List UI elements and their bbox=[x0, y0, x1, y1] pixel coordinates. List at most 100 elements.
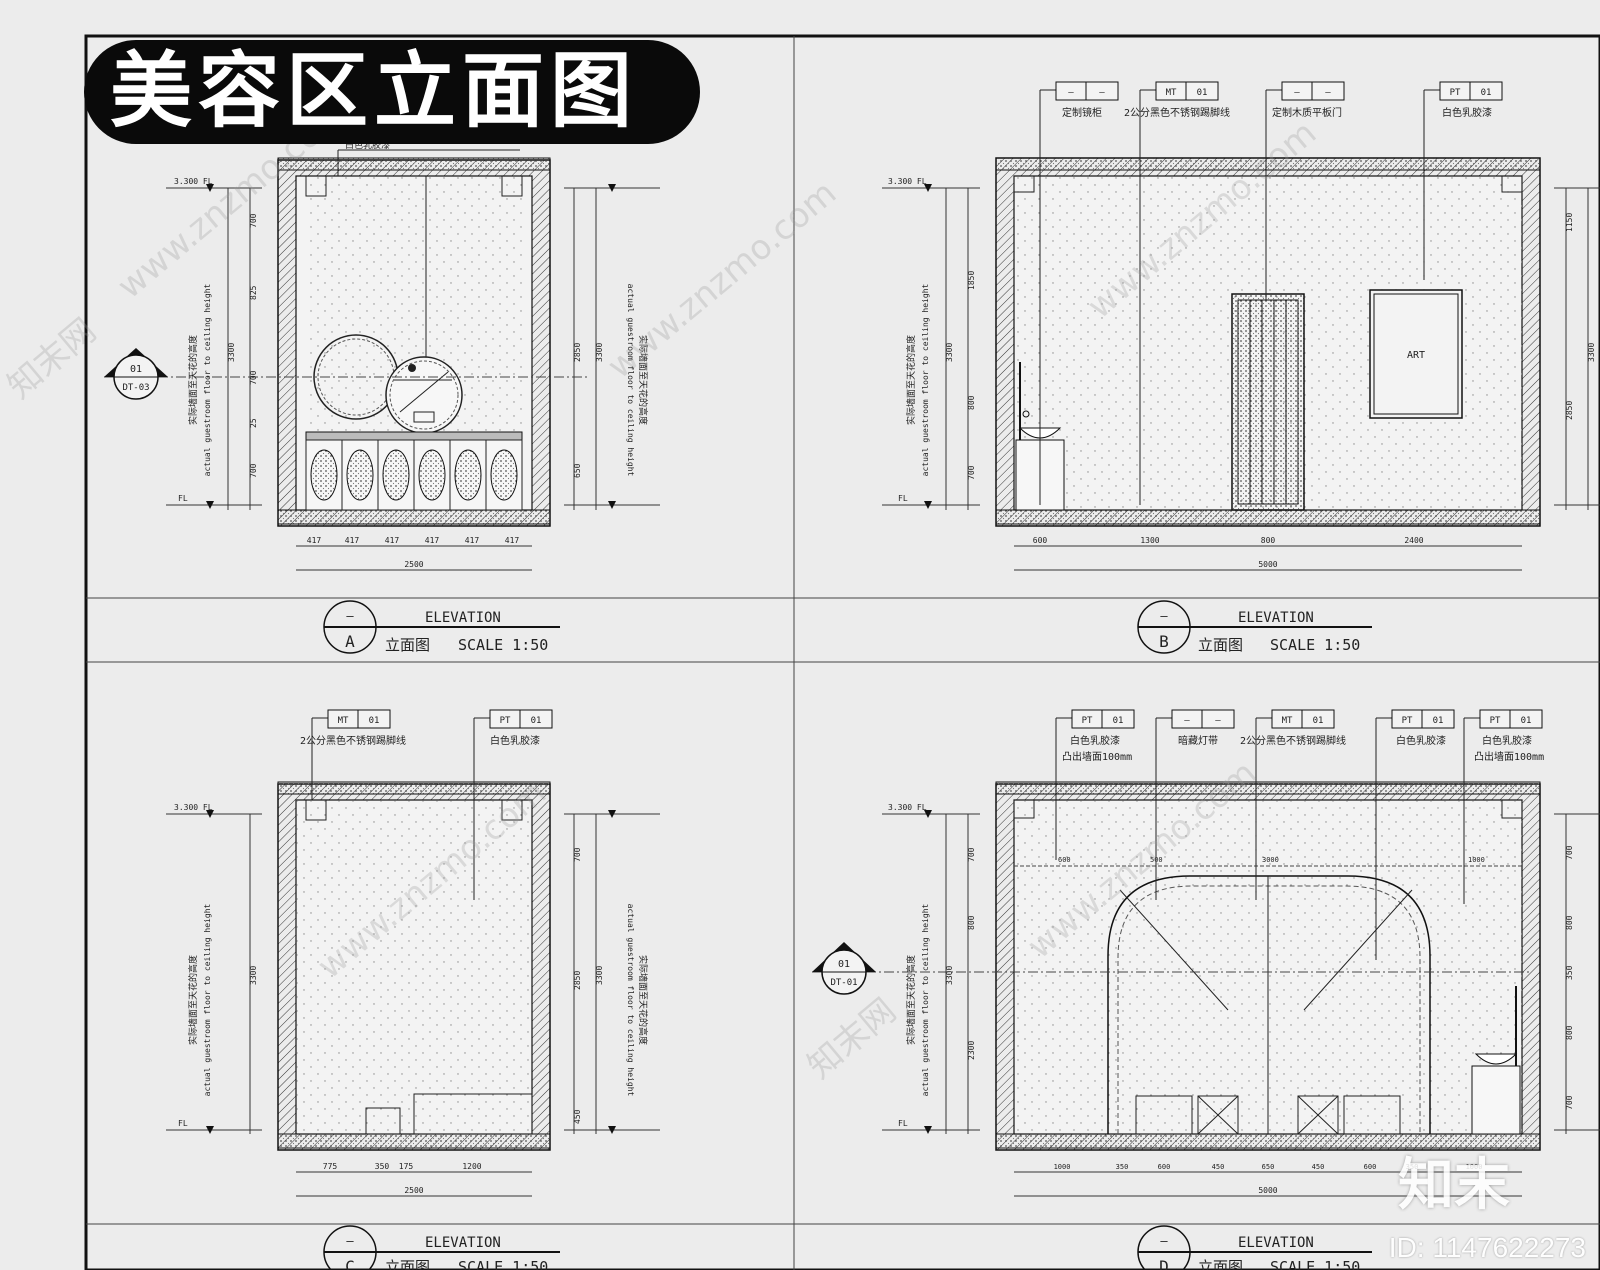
elev-a-caption: 立面图 bbox=[385, 636, 430, 654]
elev-b-ceiling-slab bbox=[995, 157, 1541, 171]
elev-d-dim-bottom-total: 5000 bbox=[1258, 1186, 1277, 1195]
elev-b-tag-2-num: 01 bbox=[1197, 88, 1208, 98]
elev-d-dim-bottom-5: 650 bbox=[1262, 1163, 1275, 1171]
elev-d-tag-5-num: 01 bbox=[1521, 716, 1532, 726]
elev-a-height-note-cn-right: 实际墙面至天花的高度 bbox=[637, 335, 649, 425]
elev-c-tag-1-num: 01 bbox=[369, 716, 380, 726]
elev-b-caption: 立面图 bbox=[1198, 636, 1243, 654]
elev-d-tag-5-code: PT bbox=[1490, 716, 1501, 726]
elev-c-low-cabinet-1 bbox=[365, 1107, 401, 1135]
elev-a-height-note-en-right: actual guestroom floor to ceiling height bbox=[626, 284, 635, 477]
elev-d-tag-4-code: PT bbox=[1402, 716, 1413, 726]
elev-a-letter: A bbox=[345, 632, 355, 651]
elev-a-dim-left-total: 3300 bbox=[227, 343, 236, 362]
elev-a-dim-right-1: 2850 bbox=[573, 343, 582, 362]
elev-c-level-bottom: FL bbox=[178, 1119, 188, 1128]
elev-b-dim-left-3: 700 bbox=[967, 465, 976, 480]
elev-b-dim-bottom-1: 600 bbox=[1033, 536, 1048, 545]
elev-b-tag-4-code: PT bbox=[1450, 88, 1461, 98]
elev-a-dim-bottom-total: 2500 bbox=[404, 560, 423, 569]
elev-d-dim-top-3: 3000 bbox=[1262, 856, 1279, 864]
elev-d-dim-right-5: 700 bbox=[1565, 1095, 1574, 1110]
elev-d-dim-right-1: 700 bbox=[1565, 845, 1574, 860]
elev-d-heading: ELEVATION bbox=[1238, 1235, 1314, 1251]
watermark-url-2: www.znzmo.com bbox=[600, 173, 844, 387]
elev-b-height-note-en: actual guestroom floor to ceiling height bbox=[921, 283, 930, 476]
elev-d-arch-opening bbox=[1107, 875, 1431, 1134]
elev-a-cabinet-doors bbox=[305, 439, 523, 511]
elev-b-tag-2-code: MT bbox=[1166, 88, 1177, 98]
elev-d-tag-1-num: 01 bbox=[1113, 716, 1124, 726]
elev-b-wood-door bbox=[1231, 293, 1305, 511]
elev-b-dim-bottom-4: 2400 bbox=[1404, 536, 1423, 545]
elev-b-tag-1-num: — bbox=[1099, 88, 1105, 98]
elev-a-section-ref: DT-03 bbox=[122, 383, 149, 393]
elev-c-letter: C bbox=[345, 1257, 355, 1270]
elev-b-sheet-number: — bbox=[1160, 609, 1168, 623]
elev-d-tag-3-text: 2公分黑色不锈钢踢脚线 bbox=[1240, 734, 1346, 747]
elev-d-tag-2-text: 暗藏灯带 bbox=[1178, 734, 1218, 747]
elev-b-height-note-cn: 实际墙面至天花的高度 bbox=[905, 335, 917, 425]
elev-d-dim-right-3: 350 bbox=[1565, 965, 1574, 980]
elev-a-dim-left-3: 700 bbox=[249, 370, 258, 385]
elev-c-low-cabinet-2 bbox=[413, 1093, 533, 1135]
elev-b-tag-3-text: 定制木质平板门 bbox=[1272, 106, 1342, 119]
elev-a-floor-slab bbox=[277, 509, 551, 525]
elev-d-vanity-cabinet bbox=[1471, 1065, 1521, 1135]
elev-c-dim-bottom-4: 1200 bbox=[462, 1162, 481, 1171]
elev-d-dim-bottom-1: 1000 bbox=[1054, 1163, 1071, 1171]
elev-a-dim-bottom-5: 417 bbox=[465, 536, 480, 545]
elev-b-scale: SCALE 1:50 bbox=[1270, 636, 1360, 654]
elev-c-level-top: 3.300 FL bbox=[174, 803, 213, 812]
elev-a-dim-bottom-2: 417 bbox=[345, 536, 360, 545]
elev-a-dim-bottom-1: 417 bbox=[307, 536, 322, 545]
elev-d-material-tags: PT 01 白色乳胶漆 凸出墙面100mm — — 暗藏灯带 MT 01 2公分… bbox=[1055, 709, 1544, 960]
elev-c-dim-right-2: 2850 bbox=[573, 971, 582, 990]
elev-c-height-note-en-right: actual guestroom floor to ceiling height bbox=[626, 904, 635, 1097]
elev-d-dim-bottom-7: 600 bbox=[1364, 1163, 1377, 1171]
elev-b-tag-1-text: 定制镜柜 bbox=[1062, 106, 1102, 119]
elevation-b: ART — — 定制镜柜 MT 01 2公分黑色不锈钢踢脚线 — — 定制木质平… bbox=[882, 81, 1600, 654]
elevation-d: 600 500 3000 1000 01 DT-01 bbox=[812, 709, 1600, 1270]
elev-c-sheet-number: — bbox=[346, 1234, 354, 1248]
elev-d-tag-1-code: PT bbox=[1082, 716, 1093, 726]
elev-d-sheet-number: — bbox=[1160, 1234, 1168, 1248]
elev-a-level-bottom: FL bbox=[178, 494, 188, 503]
elev-a-vanity-counter bbox=[305, 431, 523, 441]
elev-d-caption: 立面图 bbox=[1198, 1258, 1243, 1270]
elev-c-tag-2-code: PT bbox=[500, 716, 511, 726]
elev-a-dim-bottom-3: 417 bbox=[385, 536, 400, 545]
elev-b-dim-left-2: 800 bbox=[967, 395, 976, 410]
elev-b-material-tags: — — 定制镜柜 MT 01 2公分黑色不锈钢踢脚线 — — 定制木质平板门 P… bbox=[1039, 81, 1503, 505]
elev-b-dim-right-total: 3300 bbox=[1587, 343, 1596, 362]
elev-b-dim-right-2: 2850 bbox=[1565, 401, 1574, 420]
elev-d-dim-bottom-6: 450 bbox=[1312, 1163, 1325, 1171]
elev-d-section-ref: DT-01 bbox=[830, 978, 857, 988]
elev-a-dim-left-5: 700 bbox=[249, 463, 258, 478]
elev-d-tag-1-text: 白色乳胶漆 bbox=[1070, 734, 1120, 747]
elev-d-tag-3-num: 01 bbox=[1313, 716, 1324, 726]
elev-c-dim-bottom-total: 2500 bbox=[404, 1186, 423, 1195]
elev-a-dim-left-1: 700 bbox=[249, 213, 258, 228]
elev-b-tag-2-text: 2公分黑色不锈钢踢脚线 bbox=[1124, 106, 1230, 119]
elev-b-dim-left-total: 3300 bbox=[945, 343, 954, 362]
elev-b-art-frame bbox=[1369, 289, 1463, 419]
elev-c-dim-left-total: 3300 bbox=[249, 966, 258, 985]
elev-d-level-top: 3.300 FL bbox=[888, 803, 927, 812]
elev-d-dim-left-1: 700 bbox=[967, 847, 976, 862]
elevation-a: 01 DT-03 3.300 FL FL 700 825 700 25 700 … bbox=[104, 139, 660, 654]
elev-d-tag-5-text: 白色乳胶漆 bbox=[1482, 734, 1532, 747]
elev-d-dim-bottom-9: 1000 bbox=[1466, 1163, 1483, 1171]
elev-b-dim-bottom-total: 5000 bbox=[1258, 560, 1277, 569]
elev-d-dim-right-4: 800 bbox=[1565, 1025, 1574, 1040]
brand-logo: 知末 bbox=[1398, 1153, 1510, 1218]
elev-c-tag-1-code: MT bbox=[338, 716, 349, 726]
elev-d-dim-right-2: 800 bbox=[1565, 915, 1574, 930]
elev-c-dim-right-total: 3300 bbox=[595, 966, 604, 985]
elev-a-section-number: 01 bbox=[130, 364, 142, 375]
elev-d-dim-top-1: 600 bbox=[1058, 856, 1071, 864]
elev-d-letter: D bbox=[1159, 1257, 1169, 1270]
elev-c-caption: 立面图 bbox=[385, 1258, 430, 1270]
elev-c-ceiling-slab bbox=[277, 781, 551, 795]
elev-a-level-top: 3.300 FL bbox=[174, 177, 213, 186]
